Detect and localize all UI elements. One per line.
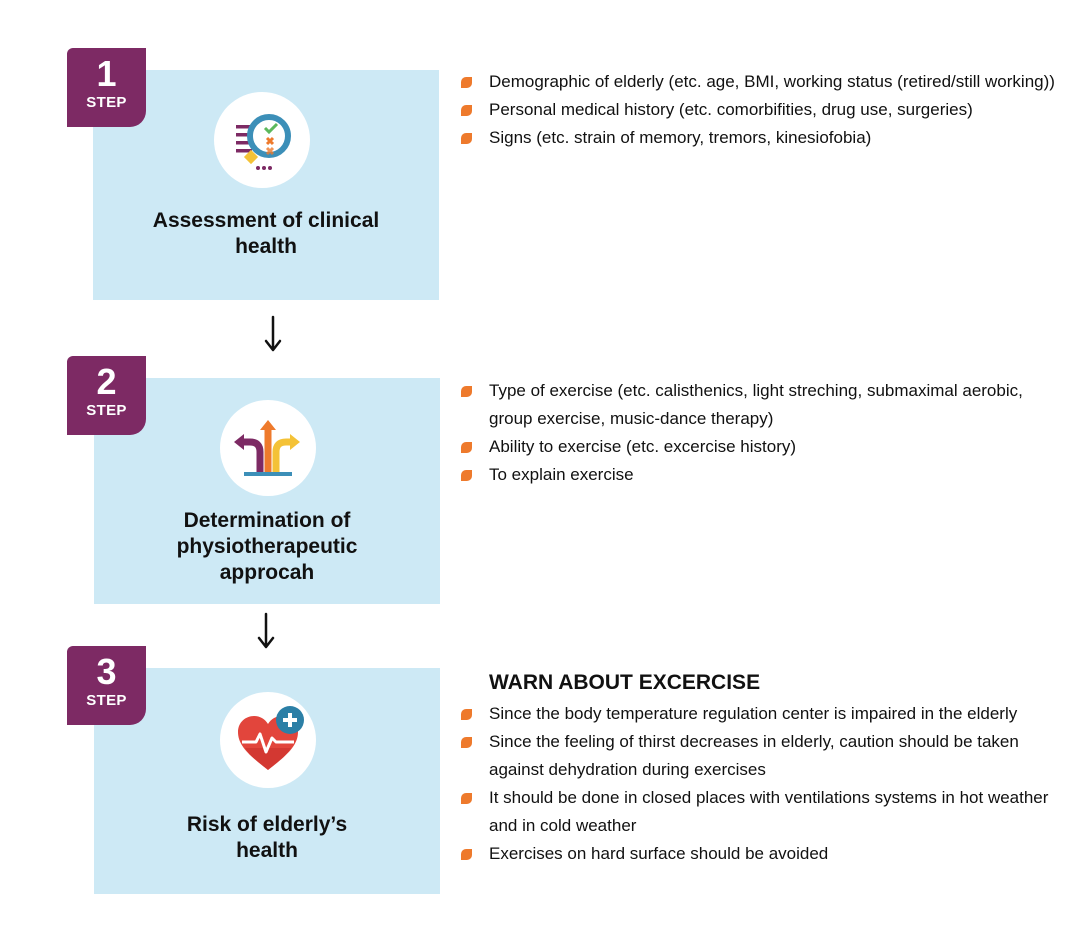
- heart-pulse-plus-icon: [220, 692, 316, 788]
- step-2-bullets: Type of exercise (etc. calisthenics, lig…: [461, 377, 1051, 489]
- list-item: To explain exercise: [461, 461, 1051, 489]
- step-label: STEP: [86, 692, 127, 709]
- list-item: Personal medical history (etc. comorbifi…: [461, 96, 1061, 124]
- step-2-badge: 2 STEP: [67, 356, 146, 435]
- step-2-title: Determination of physiotherapeutic appro…: [176, 509, 358, 584]
- list-item: Type of exercise (etc. calisthenics, lig…: [461, 377, 1051, 433]
- step-1-badge: 1 STEP: [67, 48, 146, 127]
- step-3-card: Risk of elderly’s health: [94, 668, 440, 894]
- magnifier-checklist-icon: [214, 92, 310, 188]
- list-item: Exercises on hard surface should be avoi…: [461, 840, 1056, 868]
- list-item: It should be done in closed places with …: [461, 784, 1056, 840]
- step-label: STEP: [86, 402, 127, 419]
- step-3-title: Risk of elderly’s health: [186, 813, 348, 862]
- step-1-card: Assessment of clinical health: [93, 70, 439, 300]
- list-item: Ability to exercise (etc. excercise hist…: [461, 433, 1051, 461]
- step-1-title: Assessment of clinical health: [152, 209, 380, 258]
- list-item: Since the body temperature regulation ce…: [461, 700, 1056, 728]
- step-number: 1: [96, 53, 117, 94]
- arrow-down-icon: [264, 315, 282, 352]
- diverging-arrows-icon: [220, 400, 316, 496]
- warn-heading: WARN ABOUT EXCERCISE: [489, 671, 761, 694]
- step-number: 2: [96, 361, 117, 402]
- arrow-down-icon: [257, 612, 275, 649]
- step-1-bullets: Demographic of elderly (etc. age, BMI, w…: [461, 68, 1061, 152]
- step-number: 3: [96, 651, 117, 692]
- list-item: Since the feeling of thirst decreases in…: [461, 728, 1056, 784]
- step-label: STEP: [86, 94, 127, 111]
- step-3-badge: 3 STEP: [67, 646, 146, 725]
- step-3-bullets: Since the body temperature regulation ce…: [461, 700, 1056, 868]
- step-2-card: Determination of physiotherapeutic appro…: [94, 378, 440, 604]
- list-item: Demographic of elderly (etc. age, BMI, w…: [461, 68, 1061, 96]
- list-item: Signs (etc. strain of memory, tremors, k…: [461, 124, 1061, 152]
